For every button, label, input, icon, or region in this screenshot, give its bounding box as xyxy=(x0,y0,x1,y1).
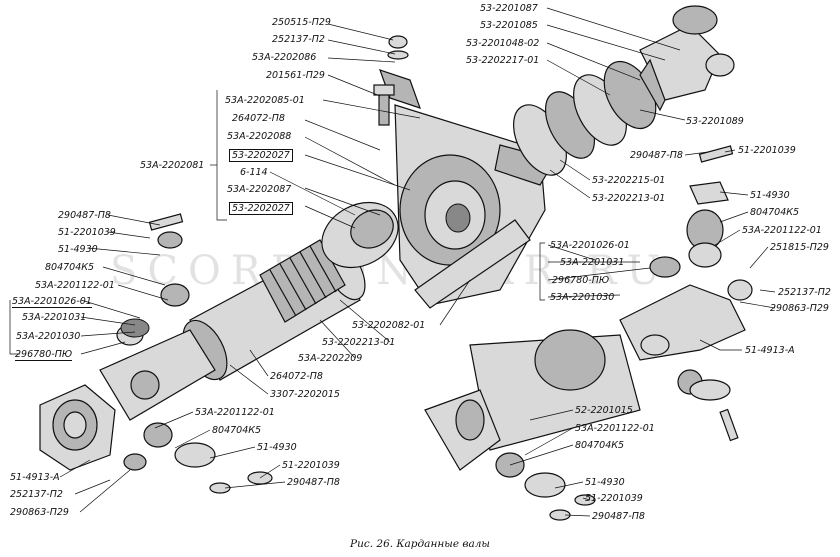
callout-label: 53-2201087 xyxy=(480,3,538,14)
front-cross-caps xyxy=(123,213,273,494)
front-flange-joint xyxy=(39,283,216,471)
callout-label: 51-2201039 xyxy=(585,493,643,504)
callout-label: 53А-2201031 xyxy=(560,257,625,268)
callout-label: 264072-П8 xyxy=(232,113,285,124)
rear-yoke xyxy=(639,5,735,112)
callout-label: 53-2202215-01 xyxy=(592,175,666,186)
callout-label: 51-2201039 xyxy=(282,460,340,471)
callout-label: 53-2202027 xyxy=(229,149,293,162)
figure-caption: Рис. 26. Карданные валы xyxy=(350,538,490,550)
callout-label: 264072-П8 xyxy=(270,371,323,382)
callout-label: 290487-П8 xyxy=(630,150,683,161)
leader-lines xyxy=(9,7,776,517)
rear-cross-caps xyxy=(495,145,739,521)
callout-label: 51-4930 xyxy=(257,442,297,453)
rear-shaft-bearing-set xyxy=(513,60,657,176)
callout-label: 53А-2202209 xyxy=(298,353,363,364)
callout-label: 290487-П8 xyxy=(592,511,645,522)
callout-label: 290863-П29 xyxy=(10,507,69,518)
callout-label: 51-4913-А xyxy=(10,472,60,483)
callout-label: 53А-2202081 xyxy=(140,160,205,171)
callout-label: 804704К5 xyxy=(750,207,800,218)
callout-label: 53А-2201122-01 xyxy=(35,280,115,291)
callout-label: 53-2202217-01 xyxy=(466,55,540,66)
callout-label: 53-2201085 xyxy=(480,20,538,31)
callout-label: 53А-2201031 xyxy=(22,312,87,323)
callout-label: 53-2201089 xyxy=(686,116,744,127)
callout-label: 296780-ПЮ xyxy=(552,275,610,286)
intermediate-support-bracket xyxy=(379,69,556,309)
callout-label: 51-2201039 xyxy=(738,145,796,156)
callout-label: 804704К5 xyxy=(575,440,625,451)
callout-label: 3307-2202015 xyxy=(270,389,340,400)
callout-label: 51-4913-А xyxy=(745,345,795,356)
callout-label: 52-2201015 xyxy=(575,405,633,416)
callout-label: 53А-2201026-01 xyxy=(550,240,630,251)
callout-label: 53А-2201030 xyxy=(550,292,615,303)
callout-label: 53-2201048-02 xyxy=(466,38,540,49)
callout-label: 252137-П2 xyxy=(10,489,63,500)
callout-label: 53-2202082-01 xyxy=(352,320,426,331)
callout-label: 53А-2202086 xyxy=(252,52,317,63)
callout-label: 53-2202213-01 xyxy=(592,193,666,204)
callout-label: 201561-П29 xyxy=(266,70,325,81)
callout-label: 51-4930 xyxy=(750,190,790,201)
callout-label: 51-2201039 xyxy=(58,227,116,238)
callout-label: 53А-2201030 xyxy=(16,331,81,342)
mounting-bolt xyxy=(373,35,409,126)
callout-label: 252137-П2 xyxy=(272,34,325,45)
callout-label: 53А-2202088 xyxy=(227,131,292,142)
watermark: SCORPION CAR.RU xyxy=(110,248,671,294)
spline-section xyxy=(259,239,346,323)
callout-label: 53А-2202085-01 xyxy=(225,95,305,106)
callout-label: 804704К5 xyxy=(45,262,95,273)
rear-joint xyxy=(619,181,753,395)
callout-label: 290487-П8 xyxy=(58,210,111,221)
callout-label: 290863-П29 xyxy=(770,303,829,314)
callout-label: 51-4930 xyxy=(585,477,625,488)
callout-label: 53А-2201026-01 xyxy=(12,296,92,308)
callout-label: 252137-П2 xyxy=(778,287,831,298)
callout-label: 53А-2201122-01 xyxy=(195,407,275,418)
callout-label: 53А-2201122-01 xyxy=(575,423,655,434)
callout-label: 296780-ПЮ xyxy=(15,349,73,361)
callout-label: 53-2202027 xyxy=(229,202,293,215)
callout-label: 251815-П29 xyxy=(770,242,829,253)
callout-label: 290487-П8 xyxy=(287,477,340,488)
callout-label: 53А-2201122-01 xyxy=(742,225,822,236)
rear-shaft-tube xyxy=(424,329,641,471)
callout-label: 804704К5 xyxy=(212,425,262,436)
callout-label: 250515-П29 xyxy=(272,17,331,28)
callout-label: 6-114 xyxy=(240,167,268,178)
callout-label: 53-2202213-01 xyxy=(322,337,396,348)
callout-label: 51-4930 xyxy=(58,244,98,255)
intermediate-bearing-boot xyxy=(321,201,399,269)
callout-label: 53А-2202087 xyxy=(227,184,292,195)
